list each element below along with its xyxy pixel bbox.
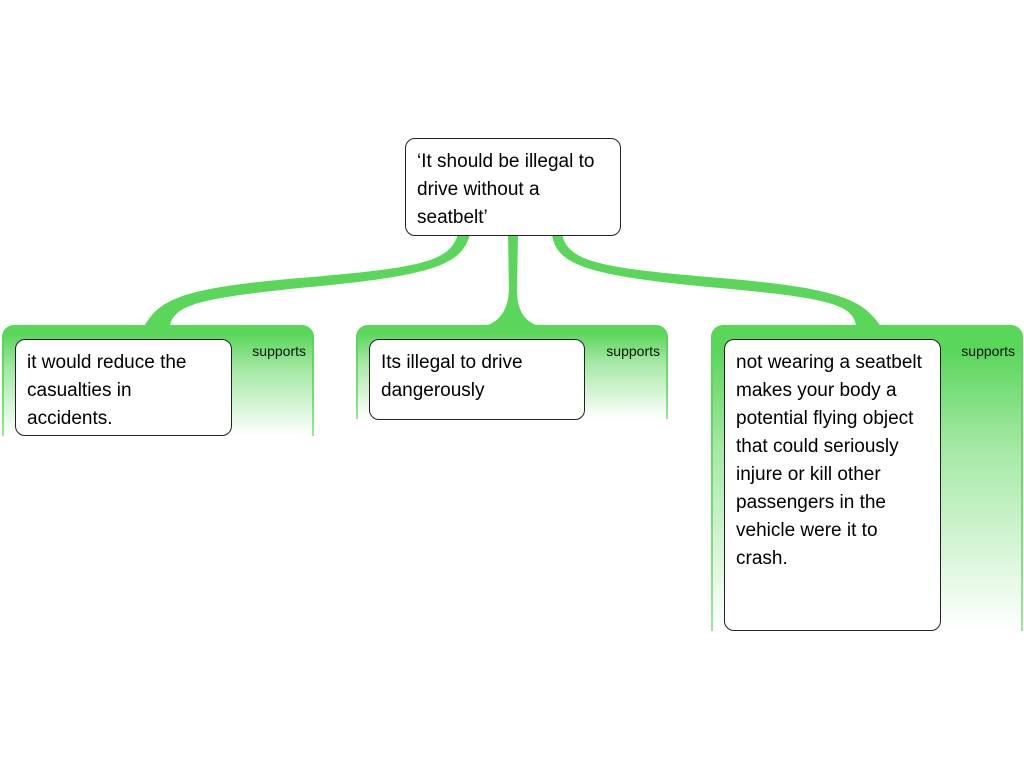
reason-box-1[interactable]: it would reduce the casualties in accide…	[15, 339, 232, 436]
relation-label: supports	[252, 343, 306, 359]
connector-middle	[488, 234, 536, 325]
claim-box[interactable]: ‘It should be illegal to drive without a…	[405, 138, 621, 236]
reason-box-2[interactable]: Its illegal to drive dangerously	[369, 339, 585, 420]
relation-label: supports	[961, 343, 1015, 359]
connector-left	[145, 234, 470, 325]
reason-box-3[interactable]: not wearing a seatbelt makes your body a…	[724, 339, 941, 631]
connector-right	[552, 234, 880, 325]
relation-label: supports	[606, 343, 660, 359]
